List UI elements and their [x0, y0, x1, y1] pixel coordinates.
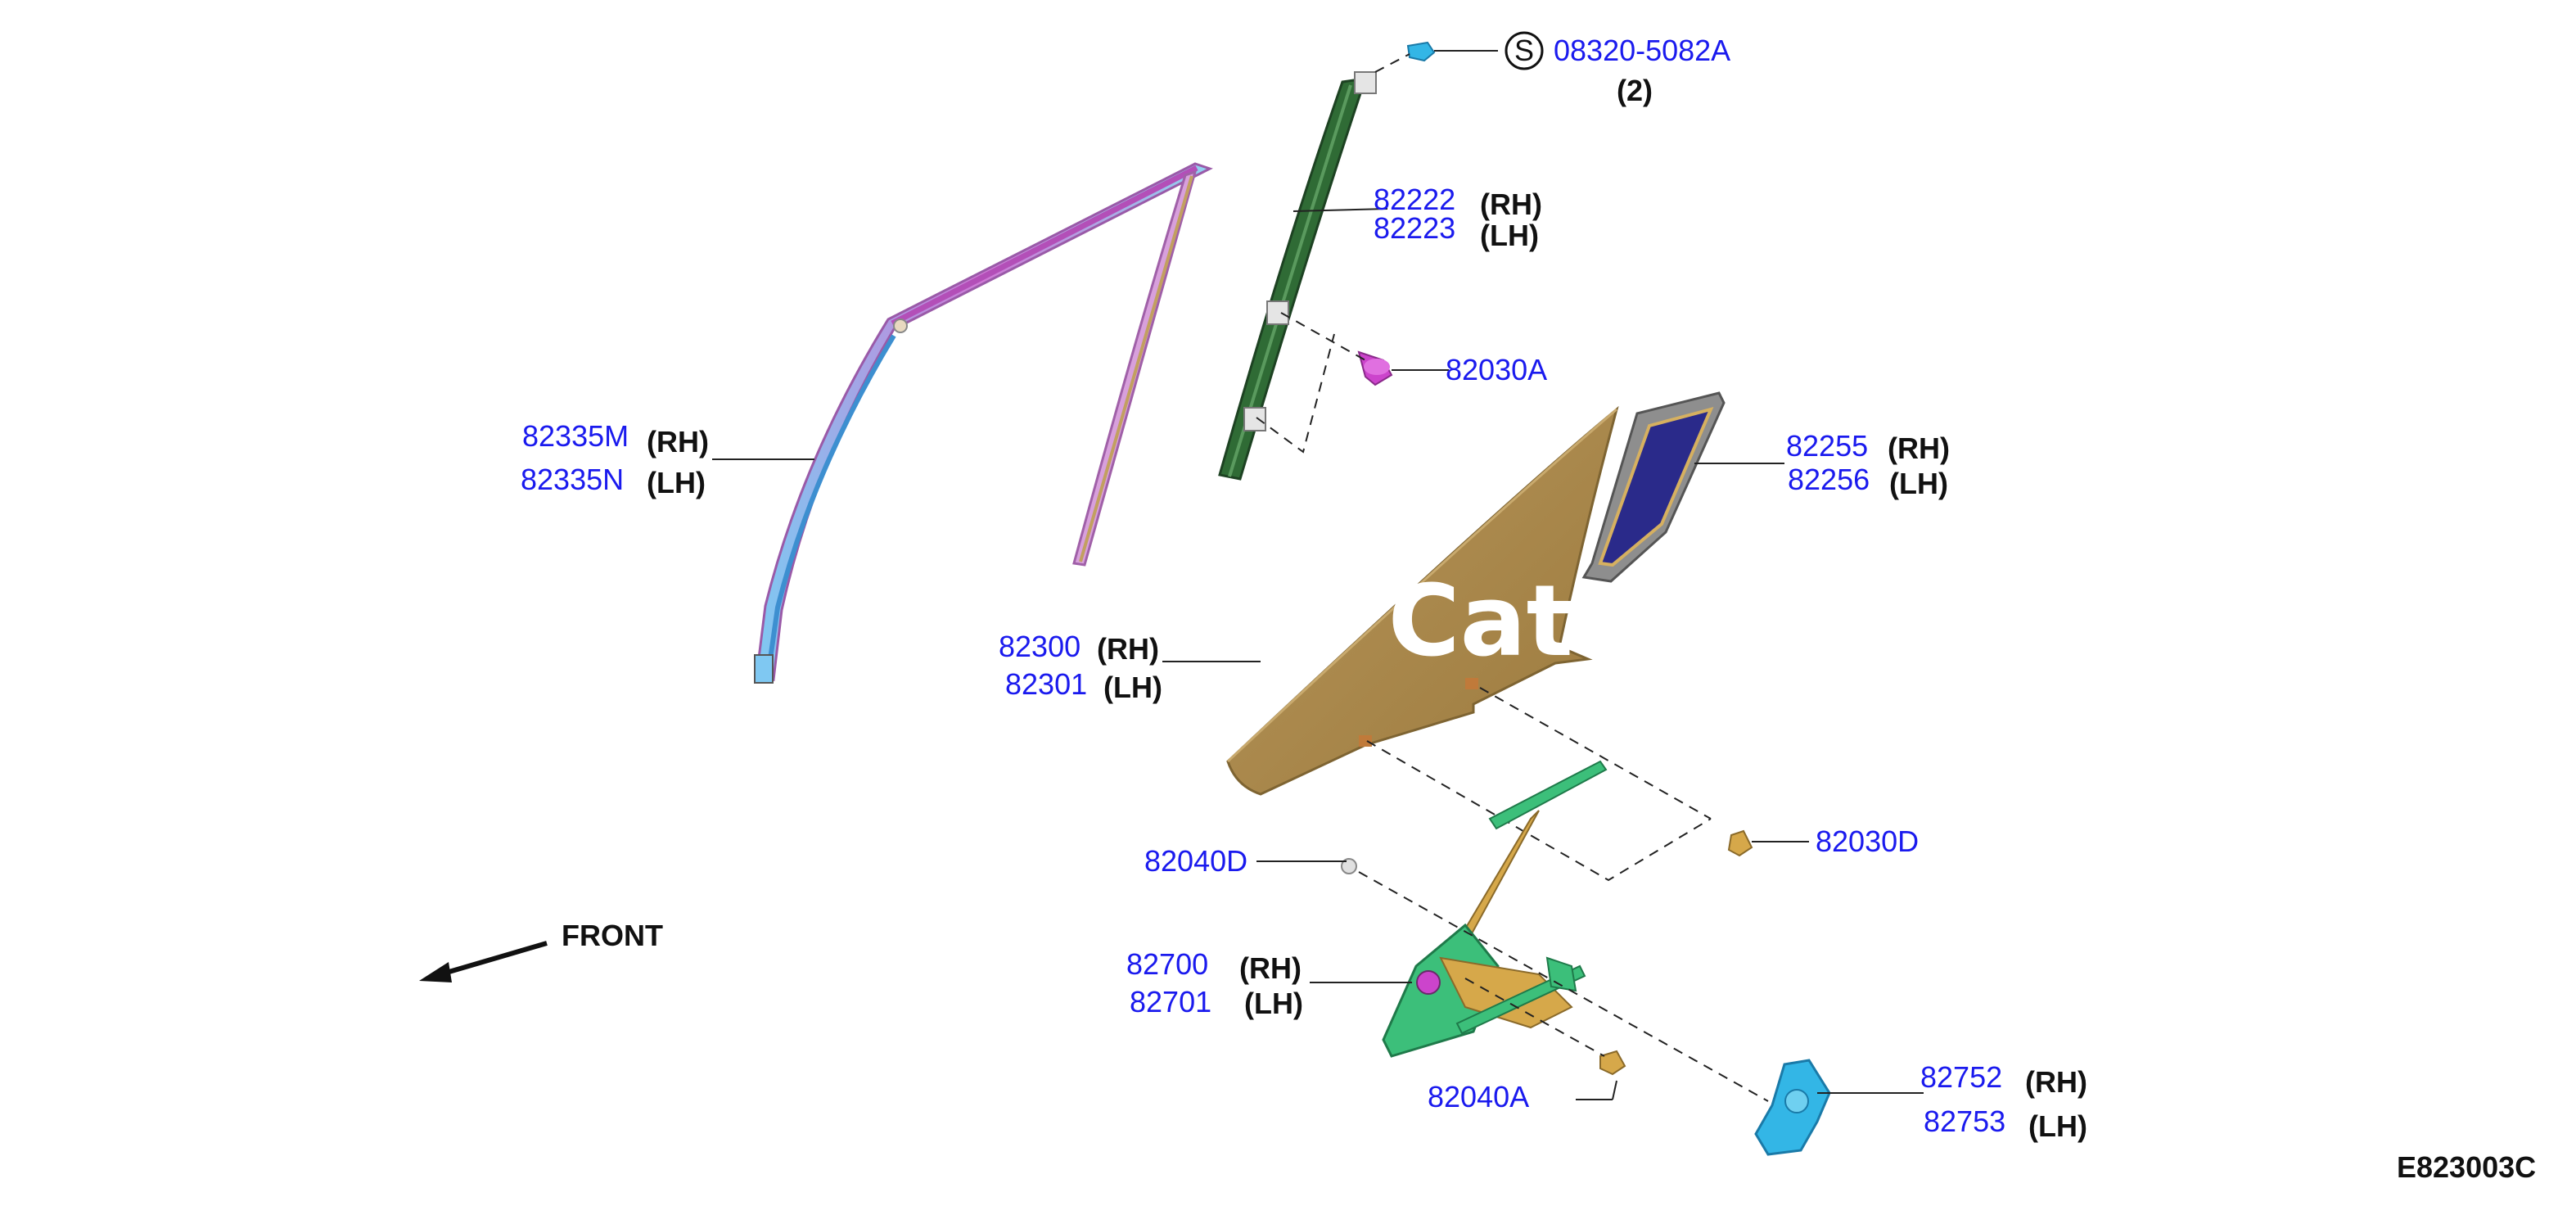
part-number-82700[interactable]: 82700 — [1126, 947, 1208, 981]
part-number-82752[interactable]: 82752 — [1920, 1060, 2002, 1094]
lh-label: (LH) — [1103, 671, 1162, 704]
watermark-text: ts Cat — [1248, 565, 1573, 679]
lh-label: (LH) — [2028, 1109, 2087, 1143]
motor-callout: 82752 82753 (RH) (LH) — [1920, 1060, 2087, 1143]
screw-quantity: (2) — [1617, 74, 1653, 107]
rh-label: (RH) — [1888, 431, 1950, 465]
part-number-82753[interactable]: 82753 — [1924, 1104, 2005, 1138]
part-number-82030d[interactable]: 82030D — [1816, 824, 1919, 858]
bolt-82030d-part[interactable] — [1727, 829, 1753, 857]
arrow-left-icon — [419, 962, 452, 982]
front-label: FRONT — [562, 919, 663, 952]
part-number-82335m[interactable]: 82335M — [522, 419, 629, 453]
rh-label: (RH) — [1239, 951, 1302, 985]
front-sash-part[interactable] — [754, 162, 1213, 684]
front-sash-callout: 82335M 82335N (RH) (LH) — [521, 419, 709, 499]
part-number-82256[interactable]: 82256 — [1788, 463, 1870, 496]
front-direction-indicator: FRONT — [419, 919, 663, 982]
part-number-82030a[interactable]: 82030A — [1446, 353, 1547, 386]
regulator-motor-dash-line — [1358, 871, 1769, 1102]
clip-82040a-part[interactable] — [1599, 1050, 1626, 1076]
part-number-82040d[interactable]: 82040D — [1144, 844, 1247, 878]
part-number-82223[interactable]: 82223 — [1374, 211, 1455, 245]
door-glass-part[interactable] — [1226, 405, 1619, 796]
lh-label: (LH) — [1480, 219, 1539, 252]
part-number-82701[interactable]: 82701 — [1130, 985, 1211, 1019]
part-number-82222[interactable]: 82222 — [1374, 183, 1455, 216]
door-glass-callout: 82300 82301 (RH) (LH) — [999, 630, 1162, 704]
partition-glass-part[interactable] — [1581, 391, 1726, 583]
part-number-08320-5082a[interactable]: 08320-5082A — [1554, 34, 1730, 67]
regulator-callout: 82700 82701 (RH) (LH) — [1126, 947, 1303, 1020]
screw-part[interactable] — [1406, 41, 1436, 62]
rear-sash-part[interactable] — [1218, 71, 1377, 481]
glass-bolt-dash-lines — [1366, 687, 1712, 882]
partition-glass-callout: 82255 82256 (RH) (LH) — [1786, 429, 1950, 500]
lh-label: (LH) — [1244, 987, 1303, 1020]
rh-label: (RH) — [647, 425, 709, 458]
clip-a-dash-lines — [1256, 312, 1366, 454]
screw-dash-line — [1374, 53, 1410, 73]
rh-label: (RH) — [1097, 632, 1159, 666]
part-number-82301[interactable]: 82301 — [1005, 667, 1087, 701]
screw-callout: S 08320-5082A (2) — [1505, 31, 1730, 107]
figure-code: E823003C — [2397, 1150, 2536, 1184]
s-symbol: S — [1514, 34, 1534, 67]
regulator-part[interactable] — [1382, 760, 1608, 1058]
clip-82030a-part[interactable] — [1357, 350, 1393, 386]
part-number-82335n[interactable]: 82335N — [521, 463, 624, 496]
part-number-82255[interactable]: 82255 — [1786, 429, 1868, 463]
rear-sash-callout: 82222 82223 (RH) (LH) — [1374, 183, 1542, 252]
leader-lines — [712, 50, 1924, 1100]
part-number-82300[interactable]: 82300 — [999, 630, 1080, 663]
clip-82040d-part[interactable] — [1341, 858, 1357, 874]
rh-label: (RH) — [1480, 187, 1542, 221]
motor-part[interactable] — [1754, 1059, 1831, 1156]
part-number-82040a[interactable]: 82040A — [1428, 1080, 1529, 1113]
lh-label: (LH) — [1889, 467, 1948, 500]
rh-label: (RH) — [2025, 1065, 2087, 1099]
lh-label: (LH) — [647, 466, 706, 499]
